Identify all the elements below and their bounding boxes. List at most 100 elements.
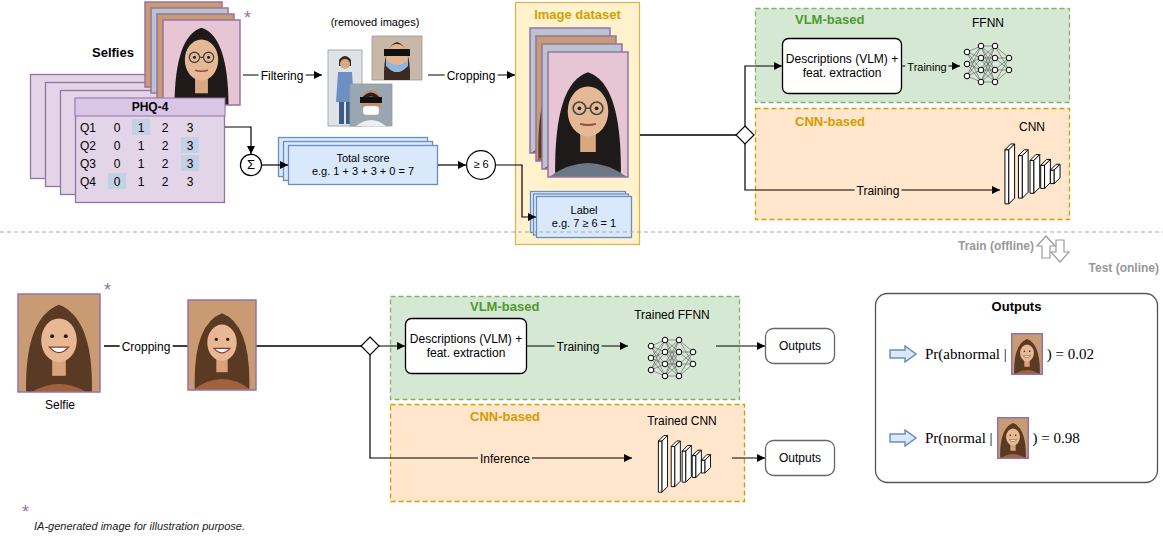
answer-score: 3 bbox=[187, 157, 194, 171]
dataset-faces-part bbox=[541, 52, 635, 177]
removed-photos-part bbox=[340, 59, 350, 69]
output-arrow-part bbox=[890, 346, 916, 362]
edge-label: Training bbox=[855, 181, 902, 199]
node-title: CNN-based bbox=[795, 114, 865, 130]
footnote-mark: * bbox=[22, 502, 29, 524]
sum-circle: Σ bbox=[240, 154, 262, 176]
text-holder: Image dataset bbox=[515, 7, 640, 23]
text-holder: FFNN bbox=[948, 16, 1028, 30]
selfie-photo-part bbox=[18, 294, 100, 392]
node-title: ≥ 6 bbox=[473, 158, 488, 171]
node-title: Descriptions (VLM) + feat. extraction bbox=[785, 52, 899, 81]
score-box-shape bbox=[289, 146, 438, 185]
answer-score: 2 bbox=[162, 121, 169, 135]
text-holder: CNN-based bbox=[795, 114, 865, 130]
text-holder: Total scoree.g. 1 + 3 + 3 + 0 = 7 bbox=[291, 145, 435, 185]
edge-label: Training bbox=[905, 57, 948, 75]
process-box-shape bbox=[406, 319, 527, 374]
score-box: Total scoree.g. 1 + 3 + 3 + 0 = 7 bbox=[288, 145, 438, 185]
answer-score-holder: 0 bbox=[114, 172, 121, 190]
answer-score: 0 bbox=[114, 157, 121, 171]
phq-grid-part bbox=[181, 155, 199, 171]
node-title: (removed images) bbox=[310, 16, 440, 29]
edge-label-text: Filtering bbox=[259, 69, 306, 83]
image-stack: Selfies bbox=[92, 5, 243, 107]
text-holder: Trained CNN bbox=[620, 414, 744, 428]
edge-label: Inference bbox=[478, 449, 532, 467]
face-thumbnail bbox=[1011, 333, 1043, 375]
removed-photos-part bbox=[384, 49, 410, 56]
step-label-holder: Cropping bbox=[120, 337, 173, 355]
node-title: Selfie bbox=[10, 398, 110, 412]
removed-photos-part bbox=[386, 60, 408, 72]
question-id: Q4 bbox=[80, 175, 96, 189]
cnn-layers bbox=[1005, 144, 1060, 204]
output-box-shape bbox=[766, 329, 835, 364]
text-holder: Outputs bbox=[875, 299, 1158, 315]
answer-score-holder: 3 bbox=[187, 118, 194, 136]
face-thumbnail-part bbox=[1011, 333, 1043, 375]
node-title: FFNN bbox=[948, 16, 1028, 30]
edge-label: Cropping bbox=[445, 66, 498, 84]
answer-score: 3 bbox=[187, 139, 194, 153]
text-holder: PHQ-4 bbox=[75, 98, 225, 116]
answer-score-holder: 1 bbox=[138, 118, 145, 136]
vlm-panel: VLM-basedDescriptions (VLM) + feat. extr… bbox=[755, 8, 1070, 103]
phq-grid-part bbox=[108, 173, 126, 189]
footnote-text: IA-generated image for illustration purp… bbox=[34, 520, 245, 533]
node-title: PHQ-4 bbox=[132, 100, 169, 114]
selfie-photo-part bbox=[18, 288, 100, 397]
node-title: Image dataset bbox=[515, 7, 640, 23]
answer-score: 2 bbox=[162, 175, 169, 189]
process-box-shape bbox=[783, 39, 902, 94]
answer-score-holder: 0 bbox=[114, 154, 121, 172]
node-title: Σ bbox=[247, 157, 255, 173]
answer-score: 1 bbox=[138, 121, 145, 135]
phase-label: Test (online) bbox=[1089, 261, 1159, 275]
up-arrow bbox=[1037, 236, 1055, 258]
probability-text: ) = 0.98 bbox=[1033, 430, 1080, 447]
phq-grid-part bbox=[181, 137, 199, 153]
answer-score: 1 bbox=[138, 157, 145, 171]
text-holder: VLM-based bbox=[470, 299, 539, 315]
flow-arrow bbox=[640, 66, 782, 135]
output-box-shape bbox=[766, 441, 835, 476]
text-holder: CNN-based bbox=[470, 409, 540, 425]
answer-score: 0 bbox=[114, 175, 121, 189]
flow-arrow bbox=[438, 164, 466, 165]
dataset-panel-shape bbox=[516, 3, 640, 245]
question-id: Q3 bbox=[80, 157, 96, 171]
text-holder: ≥ 6 bbox=[469, 150, 493, 180]
text-holder: Descriptions (VLM) + feat. extraction bbox=[408, 318, 524, 374]
circle-outline bbox=[467, 151, 496, 180]
down-arrow bbox=[1051, 240, 1069, 262]
output-box: Outputs bbox=[765, 440, 835, 476]
node-title: Selfies bbox=[92, 45, 134, 61]
node-title: Trained CNN bbox=[620, 414, 744, 428]
vlm-panel-shape bbox=[756, 9, 1070, 103]
face-thumbnail bbox=[997, 417, 1029, 459]
removed-images: (removed images) bbox=[322, 16, 428, 130]
dataset-panel: Image datasetLabele.g. 7 ≥ 6 = 1 bbox=[515, 2, 640, 245]
edge-label-text: Cropping bbox=[445, 69, 498, 83]
footnote-mark: * bbox=[244, 8, 251, 30]
removed-photos-part bbox=[386, 44, 408, 72]
edge-label-text: Training bbox=[905, 61, 948, 74]
dataset-faces bbox=[523, 28, 635, 177]
ffnn-network bbox=[964, 43, 1012, 85]
answer-score-holder: 1 bbox=[138, 172, 145, 190]
footnote-text-holder: IA-generated image for illustration purp… bbox=[34, 516, 245, 534]
answer-score-holder: 1 bbox=[138, 136, 145, 154]
node-title: Outputs bbox=[779, 451, 821, 465]
probability-text: ) = 0.02 bbox=[1047, 346, 1094, 363]
face-thumbnail-part bbox=[997, 417, 1029, 459]
text-holder: Labele.g. 7 ≥ 6 = 1 bbox=[539, 196, 629, 238]
node-title: VLM-based bbox=[795, 12, 864, 28]
cropped-face-part bbox=[188, 300, 256, 391]
text-holder: VLM-based bbox=[795, 12, 864, 28]
footnote-mark-holder: * bbox=[22, 502, 29, 524]
label-box: Labele.g. 7 ≥ 6 = 1 bbox=[536, 196, 632, 238]
